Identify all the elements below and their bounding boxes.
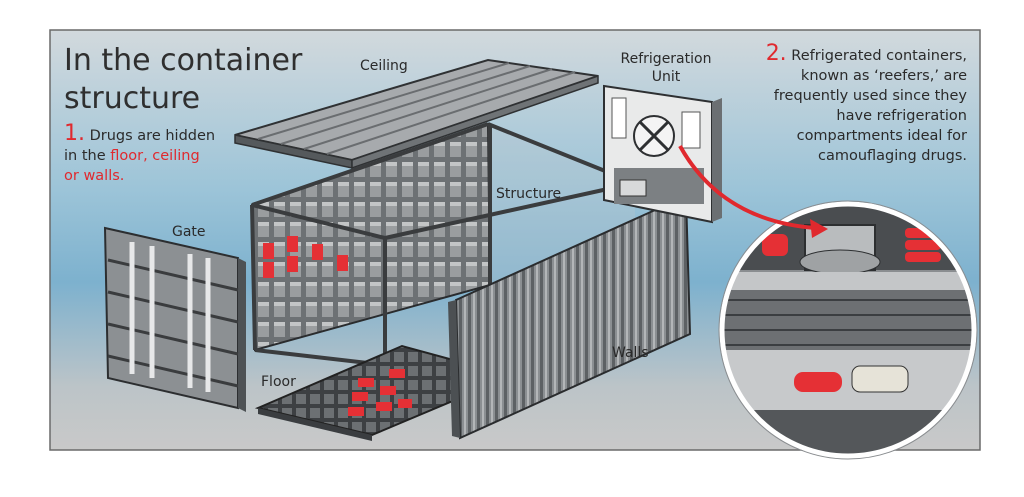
gate-panel bbox=[103, 226, 246, 412]
ceiling-panel bbox=[234, 58, 599, 170]
step-1-number: 1. bbox=[64, 121, 85, 146]
floor-panel bbox=[254, 344, 516, 441]
arrow-icon bbox=[678, 145, 828, 238]
label-ceiling: Ceiling bbox=[360, 58, 408, 74]
label-refrigeration-unit: Refrigeration Unit bbox=[620, 51, 712, 85]
label-floor: Floor bbox=[261, 374, 296, 390]
step-1-text: 1. Drugs are hidden in the floor, ceilin… bbox=[64, 121, 216, 185]
zoom-detail bbox=[718, 200, 978, 460]
hidden-drugs-floor bbox=[348, 369, 412, 416]
wall-panel bbox=[448, 194, 692, 440]
refrigeration-unit bbox=[603, 84, 722, 224]
label-walls: Walls bbox=[612, 345, 649, 361]
hidden-drugs-walls bbox=[263, 236, 348, 278]
page-title: In the container structure bbox=[64, 43, 303, 116]
label-gate: Gate bbox=[172, 224, 206, 240]
step-2-number: 2. bbox=[765, 41, 787, 66]
step-2-text: 2. Refrigerated containers, known as ‘re… bbox=[765, 41, 967, 165]
label-structure: Structure bbox=[496, 186, 562, 202]
